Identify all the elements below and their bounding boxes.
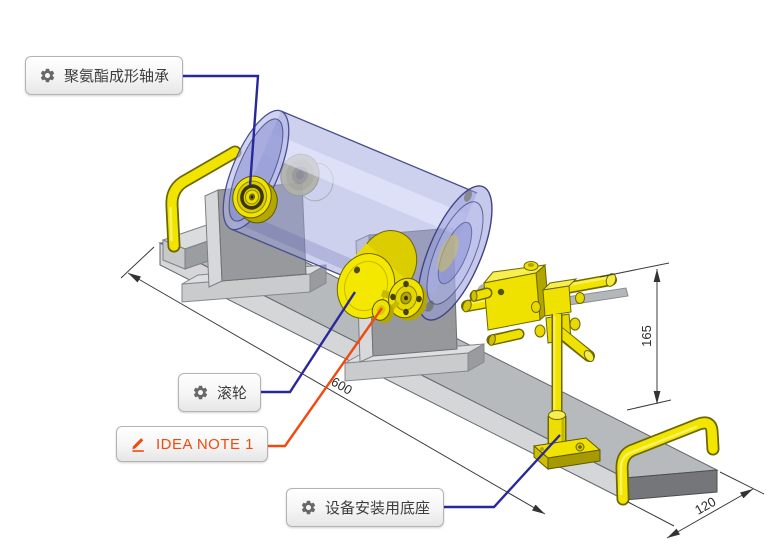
callout-roller[interactable]: 滚轮 [178,373,262,412]
pencil-icon [132,438,144,452]
dimension-column-height: 165 [599,262,672,411]
gear-icon [193,385,208,400]
callout-polyurethane-bearing[interactable]: 聚氨酯成形轴承 [25,56,184,95]
gear-icon [40,68,55,83]
carry-handle-right [615,416,720,506]
dimension-column-height-label: 165 [639,325,654,347]
callout-idea-note-1[interactable]: IDEA NOTE 1 [116,426,269,462]
callout-label: 滚轮 [217,385,248,402]
leader-line-mounting-base [434,434,561,509]
dimension-base-width: 120 [627,471,765,539]
dimension-base-width-label: 120 [692,494,718,518]
leader-line-bearing [165,74,260,187]
polyurethane-bearing-part [232,175,278,224]
callout-label: 设备安装用底座 [325,500,431,517]
gear-icon [301,500,316,515]
carry-handle-left [165,145,242,253]
leader-line-roller [248,291,357,394]
callout-label: IDEA NOTE 1 [156,435,255,453]
callout-mounting-base[interactable]: 设备安装用底座 [286,488,445,527]
callout-label: 聚氨酯成形轴承 [64,68,170,85]
